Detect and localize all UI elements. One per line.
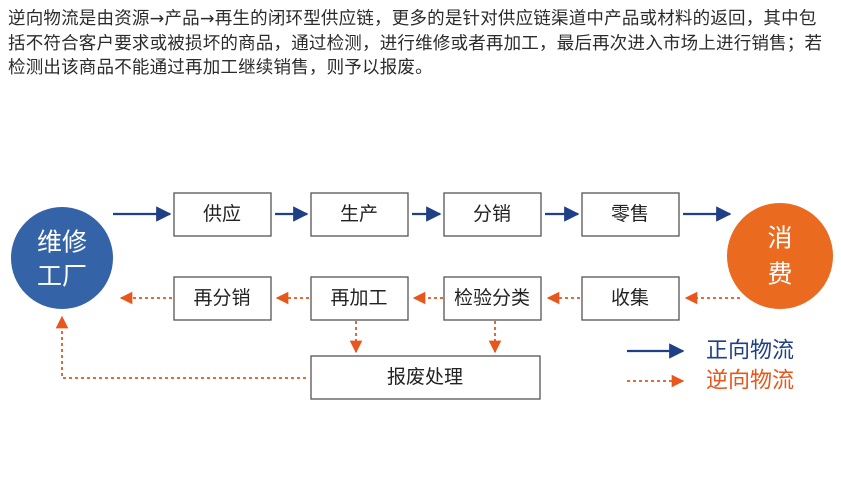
box-retail: 零售 bbox=[581, 192, 680, 237]
consumption-label-line2: 费 bbox=[767, 260, 792, 289]
consumption-label-line1: 消 bbox=[767, 224, 792, 253]
intro-paragraph: 逆向物流是由资源→产品→再生的闭环型供应链，更多的是针对供应链渠道中产品或材料的… bbox=[8, 9, 823, 78]
box-distribution-label: 分销 bbox=[473, 203, 511, 225]
repair-factory-node: 维修 工厂 bbox=[11, 207, 113, 309]
repair-factory-label-line2: 工厂 bbox=[37, 262, 87, 291]
box-scrap: 报废处理 bbox=[310, 355, 541, 400]
repair-factory-label-line1: 维修 bbox=[37, 228, 87, 257]
legend-forward-label: 正向物流 bbox=[706, 339, 794, 364]
box-production-label: 生产 bbox=[340, 203, 378, 225]
box-redistribution: 再分销 bbox=[173, 276, 272, 321]
box-inspection: 检验分类 bbox=[443, 276, 542, 321]
legend-reverse-label: 逆向物流 bbox=[706, 369, 794, 394]
box-redistribution-label: 再分销 bbox=[193, 287, 250, 309]
box-supply: 供应 bbox=[173, 192, 272, 237]
consumption-node: 消 费 bbox=[727, 203, 833, 309]
box-reprocessing: 再加工 bbox=[310, 276, 409, 321]
box-supply-label: 供应 bbox=[203, 203, 241, 225]
reverse-arrow-scrap-factory bbox=[55, 315, 306, 379]
box-collection: 收集 bbox=[581, 276, 680, 321]
legend: 正向物流 逆向物流 bbox=[627, 339, 794, 394]
box-collection-label: 收集 bbox=[611, 287, 649, 309]
box-distribution: 分销 bbox=[443, 192, 542, 237]
box-scrap-label: 报废处理 bbox=[387, 366, 463, 388]
box-reprocessing-label: 再加工 bbox=[330, 287, 387, 309]
box-retail-label: 零售 bbox=[611, 203, 649, 225]
box-production: 生产 bbox=[310, 192, 409, 237]
reverse-arrows bbox=[55, 291, 740, 379]
box-inspection-label: 检验分类 bbox=[454, 287, 530, 309]
